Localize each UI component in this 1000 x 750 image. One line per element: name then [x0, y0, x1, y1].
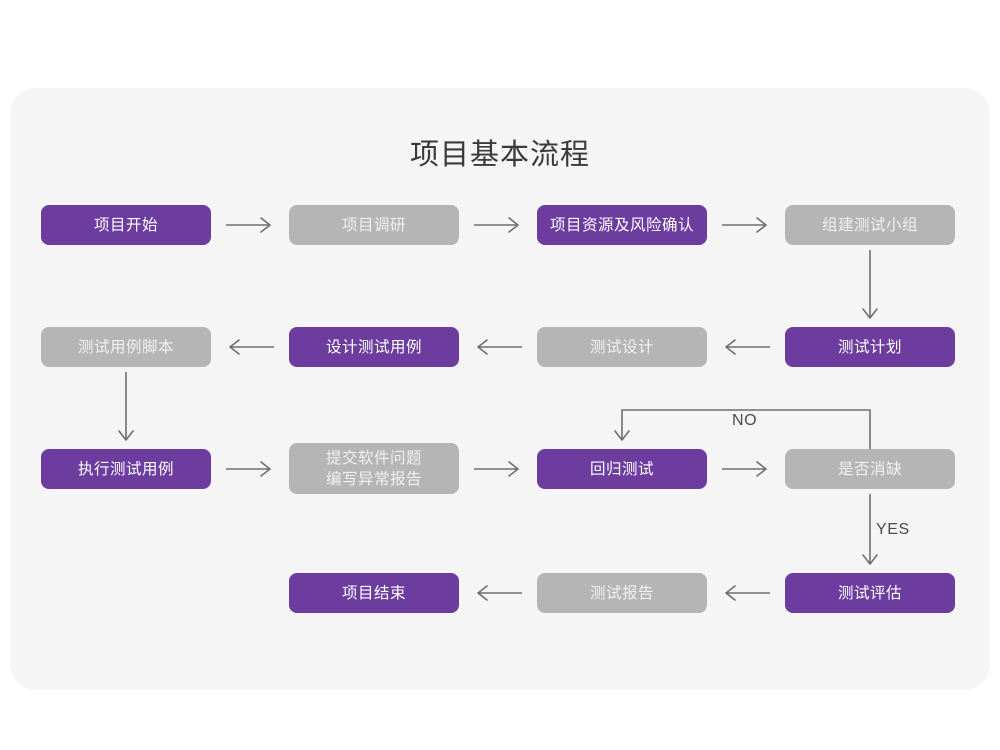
- node-test-report[interactable]: 测试报告: [537, 573, 707, 613]
- node-build-test-team[interactable]: 组建测试小组: [785, 205, 955, 245]
- node-test-plan[interactable]: 测试计划: [785, 327, 955, 367]
- node-design-test-case[interactable]: 设计测试用例: [289, 327, 459, 367]
- node-project-start[interactable]: 项目开始: [41, 205, 211, 245]
- node-test-evaluation[interactable]: 测试评估: [785, 573, 955, 613]
- node-test-design[interactable]: 测试设计: [537, 327, 707, 367]
- edge-label-yes: YES: [876, 521, 910, 538]
- node-resource-risk[interactable]: 项目资源及风险确认: [537, 205, 707, 245]
- node-project-research[interactable]: 项目调研: [289, 205, 459, 245]
- node-regression-test[interactable]: 回归测试: [537, 449, 707, 489]
- node-submit-issue-report[interactable]: 提交软件问题 编写异常报告: [289, 443, 459, 494]
- edge-label-no: NO: [732, 412, 758, 429]
- node-test-case-script[interactable]: 测试用例脚本: [41, 327, 211, 367]
- node-execute-test-case[interactable]: 执行测试用例: [41, 449, 211, 489]
- node-defect-cleared[interactable]: 是否消缺: [785, 449, 955, 489]
- node-project-end[interactable]: 项目结束: [289, 573, 459, 613]
- page-title: 项目基本流程: [409, 139, 590, 171]
